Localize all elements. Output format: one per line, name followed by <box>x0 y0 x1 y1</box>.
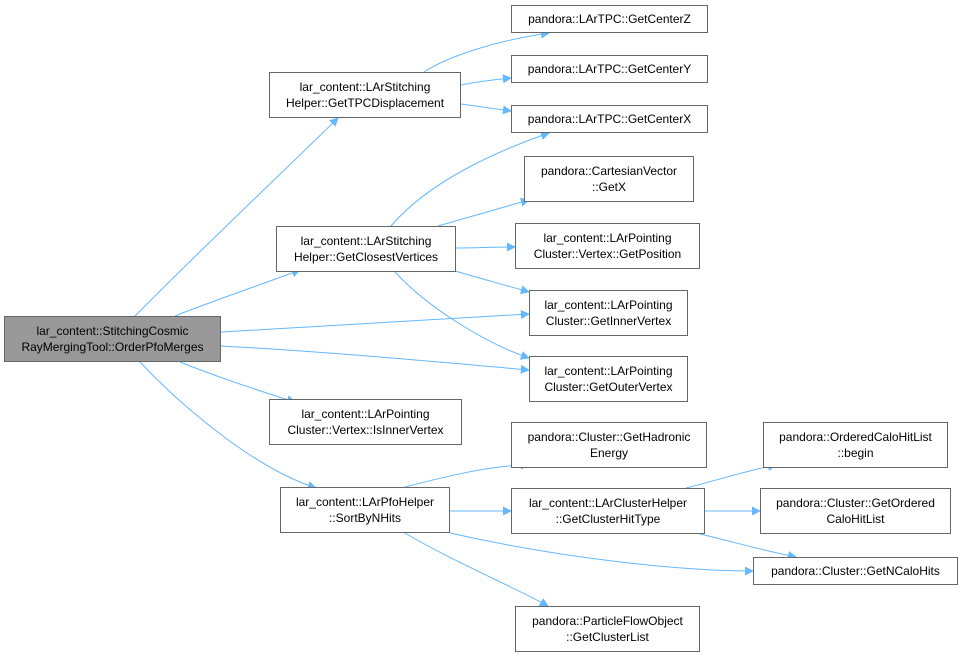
node-label-line: pandora::LArTPC::GetCenterX <box>527 112 692 126</box>
node-label-line: lar_content::LArStitching <box>299 80 431 94</box>
node-label-line: CaloHitList <box>826 512 885 526</box>
node-label-line: Cluster::Vertex::GetPosition <box>533 247 682 261</box>
node-label-line: Energy <box>589 446 629 460</box>
node-label-line: ::begin <box>837 446 874 460</box>
edge-getTPCDisplacement-to-getCenterZ <box>423 29 550 73</box>
node-label-line: pandora::Cluster::GetOrdered <box>776 496 935 510</box>
edge-sortByNHits-to-getHadronicEnergy <box>404 460 530 488</box>
node-getX[interactable]: pandora::CartesianVector::GetX <box>524 156 694 202</box>
edge-sortByNHits-to-getNCaloHits <box>449 532 754 576</box>
node-label-line: Cluster::Vertex::IsInnerVertex <box>287 423 444 437</box>
edge-getClusterHitType-to-getNCaloHits <box>699 533 797 560</box>
edge-getTPCDisplacement-to-getCenterY <box>460 74 512 86</box>
edge-sortByNHits-to-getClusterList <box>404 532 549 607</box>
node-begin[interactable]: pandora::OrderedCaloHitList::begin <box>763 422 948 468</box>
node-sortByNHits[interactable]: lar_content::LArPfoHelper::SortByNHits <box>280 487 450 533</box>
node-label-line: lar_content::LArClusterHelper <box>528 496 688 510</box>
node-label-line: ::SortByNHits <box>328 511 401 525</box>
node-label-line: lar_content::LArStitching <box>300 234 432 248</box>
node-label-line: lar_content::LArPointing <box>301 407 430 421</box>
node-label-line: Cluster::GetOuterVertex <box>544 380 673 394</box>
node-label-line: pandora::CartesianVector <box>540 164 678 178</box>
node-label-line: pandora::LArTPC::GetCenterZ <box>528 12 691 26</box>
node-label-line: pandora::ParticleFlowObject <box>532 614 683 628</box>
node-label-line: lar_content::LArPointing <box>544 364 673 378</box>
edge-getClosestVertices-to-getX <box>437 197 530 227</box>
node-label-line: lar_content::LArPfoHelper <box>295 495 435 509</box>
node-label-line: lar_content::LArPointing <box>543 231 672 245</box>
edge-getClosestVertices-to-getInnerVertex <box>451 269 530 295</box>
node-label-line: pandora::Cluster::GetHadronic <box>527 430 691 444</box>
node-label-line: pandora::OrderedCaloHitList <box>779 430 932 444</box>
edge-getClosestVertices-to-getOuterVertex <box>394 271 530 360</box>
node-getCenterZ[interactable]: pandora::LArTPC::GetCenterZ <box>511 5 708 33</box>
node-getCenterX[interactable]: pandora::LArTPC::GetCenterX <box>511 105 708 133</box>
edge-getClusterHitType-to-begin <box>685 461 777 489</box>
node-label-line: RayMergingTool::OrderPfoMerges <box>21 340 204 354</box>
node-label-line: ::GetX <box>591 180 626 194</box>
node-label-line: lar_content::StitchingCosmic <box>36 324 189 338</box>
node-label-line: ::GetClusterHitType <box>555 512 661 526</box>
node-label-line: Helper::GetTPCDisplacement <box>285 96 445 110</box>
node-getClusterHitType[interactable]: lar_content::LArClusterHelper::GetCluste… <box>511 488 705 534</box>
edge-root-to-getOuterVertex <box>220 345 530 374</box>
node-getCenterY[interactable]: pandora::LArTPC::GetCenterY <box>511 55 708 83</box>
edge-root-to-getClosestVertices <box>174 268 301 317</box>
edge-root-to-sortByNHits <box>139 361 317 490</box>
node-getNCaloHits[interactable]: pandora::Cluster::GetNCaloHits <box>753 557 958 585</box>
edge-getClosestVertices-to-getPosition <box>455 242 516 252</box>
edge-getTPCDisplacement-to-getCenterX <box>460 103 512 115</box>
node-label-line: pandora::LArTPC::GetCenterY <box>527 62 692 76</box>
edge-root-to-getInnerVertex <box>220 310 530 333</box>
node-label-line: Cluster::GetInnerVertex <box>545 314 672 328</box>
edge-root-to-isInnerVertex <box>179 361 296 404</box>
edge-getClosestVertices-to-getCenterX <box>390 131 550 227</box>
node-label-line: ::GetClusterList <box>566 630 649 644</box>
node-label-line: lar_content::LArPointing <box>544 298 673 312</box>
node-getClusterList[interactable]: pandora::ParticleFlowObject::GetClusterL… <box>515 606 700 652</box>
edge-root-to-getTPCDisplacement <box>134 117 339 317</box>
node-label-line: Helper::GetClosestVertices <box>293 250 439 264</box>
node-label-line: pandora::Cluster::GetNCaloHits <box>771 564 940 578</box>
